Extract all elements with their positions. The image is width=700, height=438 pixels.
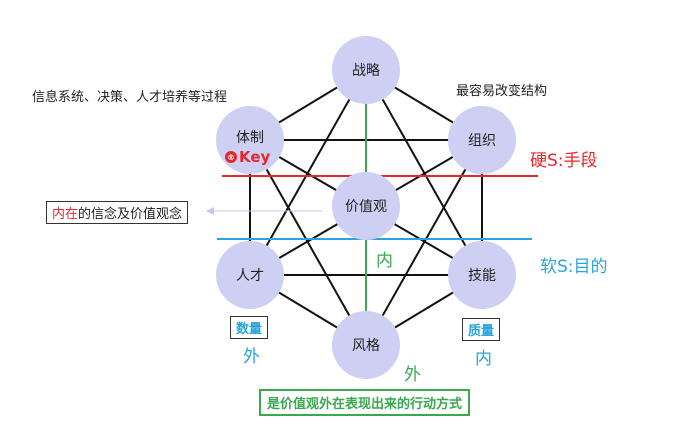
outer-left-label: 外 xyxy=(243,347,260,367)
inner-belief-box: 内在的信念及价值观念 xyxy=(46,201,189,224)
quality-box: 质量 xyxy=(462,318,501,341)
edge xyxy=(365,69,483,276)
outer-center-label: 外 xyxy=(404,365,421,385)
node-system-label: 体制 xyxy=(236,130,264,146)
inner-belief-prefix: 内在 xyxy=(52,207,79,222)
pointer-arrow-head xyxy=(206,207,214,215)
node-style xyxy=(332,311,400,379)
node-people-label: 人才 xyxy=(236,268,264,284)
quantity-box: 数量 xyxy=(230,316,269,339)
inner-right-label: 内 xyxy=(475,349,492,369)
key-marker: ® Key xyxy=(225,148,270,166)
behavior-box: 是价值观外在表现出来的行动方式 xyxy=(259,389,471,416)
node-structure-label: 组织 xyxy=(468,133,496,149)
inner-center-label: 内 xyxy=(376,251,393,271)
process-annotation: 信息系统、决策、人才培养等过程 xyxy=(32,90,228,105)
key-label: Key xyxy=(239,148,271,166)
node-skills xyxy=(448,241,516,309)
node-structure xyxy=(448,106,516,174)
edge xyxy=(365,139,483,346)
node-people xyxy=(216,241,284,309)
hard-s-label: 硬S:手段 xyxy=(530,151,598,171)
soft-s-label: 软S:目的 xyxy=(540,257,608,277)
node-strategy xyxy=(332,36,400,104)
edge xyxy=(249,139,367,346)
node-strategy-label: 战略 xyxy=(352,63,380,79)
node-values-label: 价值观 xyxy=(345,199,387,215)
structure-annotation: 最容易改变结构 xyxy=(456,84,548,99)
node-skills-label: 技能 xyxy=(468,268,496,284)
node-style-label: 风格 xyxy=(352,338,380,354)
inner-belief-rest: 的信念及价值观念 xyxy=(78,207,183,222)
registered-icon: ® xyxy=(225,151,237,163)
node-values xyxy=(332,172,400,240)
edge xyxy=(249,69,367,276)
